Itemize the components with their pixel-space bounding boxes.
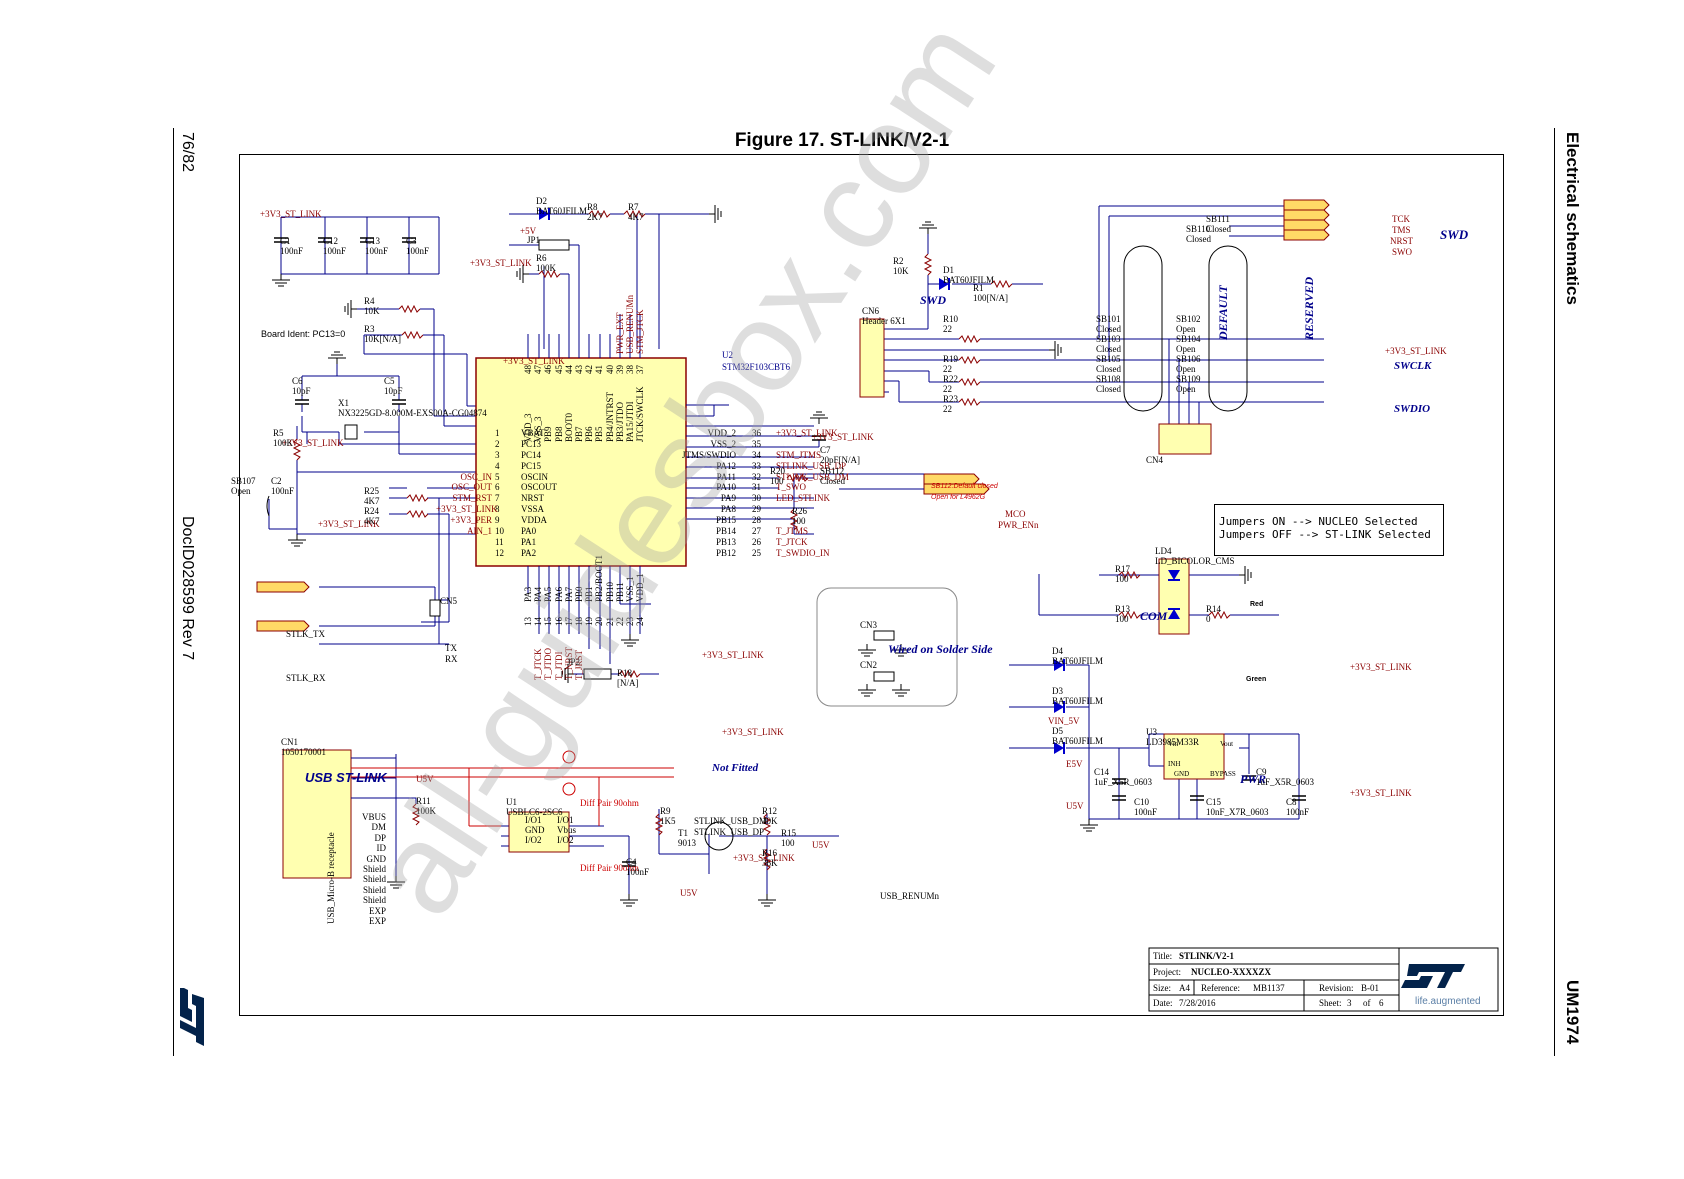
reference-value: MB1137 (1253, 983, 1285, 993)
title-label: Title: (1153, 951, 1173, 961)
schematic-drawing (256, 199, 1499, 1012)
date-label: Date: (1153, 998, 1173, 1008)
jumper-note: Jumpers ON --> NUCLEO Selected Jumpers O… (1214, 504, 1444, 556)
date-value: 7/28/2016 (1179, 998, 1216, 1008)
size-label: Size: (1153, 983, 1171, 993)
project-label: Project: (1153, 967, 1181, 977)
tagline: life.augmented (1415, 996, 1481, 1007)
reference-label: Reference: (1201, 983, 1240, 993)
jumpers-on-text: Jumpers ON --> NUCLEO Selected (1219, 515, 1418, 528)
sheet-value: 3 (1347, 998, 1352, 1008)
st-logo-left (180, 988, 204, 1046)
left-margin-rule (173, 128, 174, 1056)
project-value: NUCLEO-XXXXZX (1191, 967, 1272, 977)
doc-id: DocID028599 Rev 7 (179, 516, 196, 661)
revision-value: B-01 (1361, 983, 1379, 993)
figure-title: Figure 17. ST-LINK/V2-1 (734, 130, 950, 151)
schematic-frame (239, 154, 1504, 1016)
sheets-value: 6 (1379, 998, 1384, 1008)
section-title: Electrical schematics (1563, 132, 1582, 305)
right-margin-rule (1554, 128, 1555, 1056)
revision-label: Revision: (1319, 983, 1354, 993)
sheet-label: Sheet: (1319, 998, 1342, 1008)
decoupling-caps (280, 216, 440, 275)
doc-code: UM1974 (1563, 980, 1582, 1045)
title-block: Title: STLINK/V2-1 Project: NUCLEO-XXXXZ… (1149, 948, 1498, 1011)
size-value: A4 (1179, 983, 1190, 993)
of-label: of (1363, 998, 1371, 1008)
jumpers-off-text: Jumpers OFF --> ST-LINK Selected (1219, 528, 1431, 541)
title-value: STLINK/V2-1 (1179, 951, 1235, 961)
st-logo-title (1401, 964, 1465, 988)
